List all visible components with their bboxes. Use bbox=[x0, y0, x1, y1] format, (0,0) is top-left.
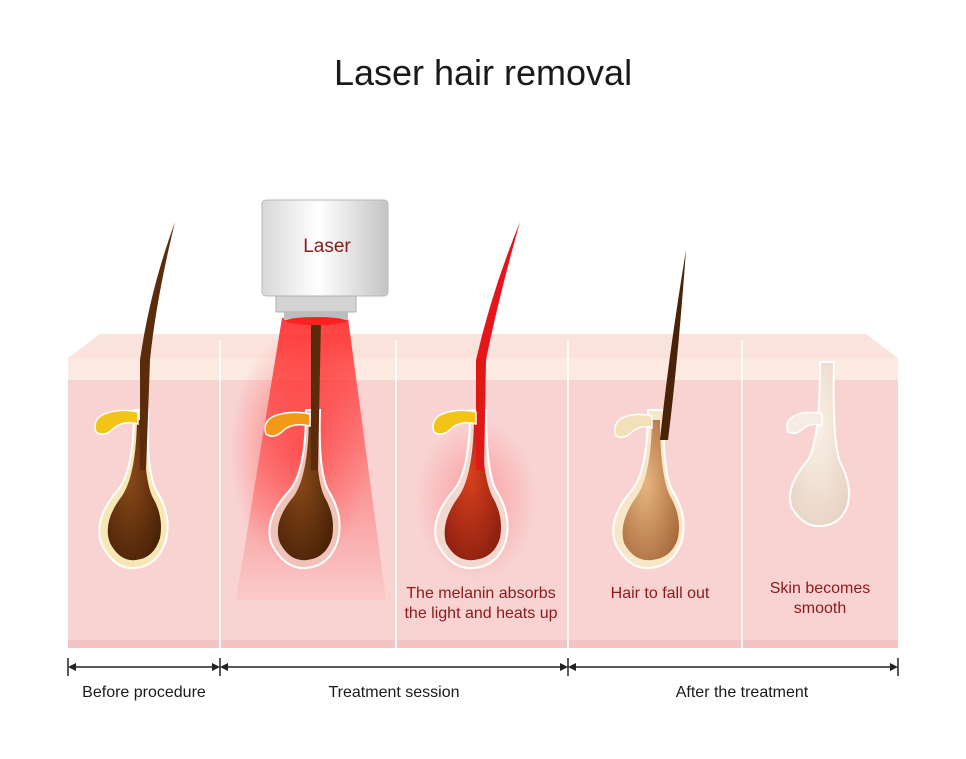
annotation-smooth-line2: smooth bbox=[794, 600, 846, 617]
phase-treatment-label: Treatment session bbox=[328, 684, 459, 701]
follicle-treated bbox=[264, 320, 341, 570]
annotation-smooth-line1: Skin becomes bbox=[770, 580, 871, 597]
diagram-title: Laser hair removal bbox=[333, 52, 633, 93]
follicle-falling bbox=[612, 250, 686, 570]
laser-label: Laser bbox=[303, 236, 351, 257]
phase-after-label: After the treatment bbox=[676, 684, 809, 701]
annotation-fall-out: Hair to fall out bbox=[611, 585, 710, 602]
annotation-melanin-line1: The melanin absorbs bbox=[406, 585, 555, 602]
follicle-heated bbox=[432, 222, 520, 570]
follicle-before bbox=[94, 222, 175, 570]
annotation-melanin-line2: the light and heats up bbox=[404, 605, 557, 622]
laser-device: Laser bbox=[261, 199, 389, 325]
phase-brackets bbox=[67, 658, 899, 676]
follicle-empty bbox=[786, 361, 850, 528]
phase-before-label: Before procedure bbox=[82, 684, 206, 701]
